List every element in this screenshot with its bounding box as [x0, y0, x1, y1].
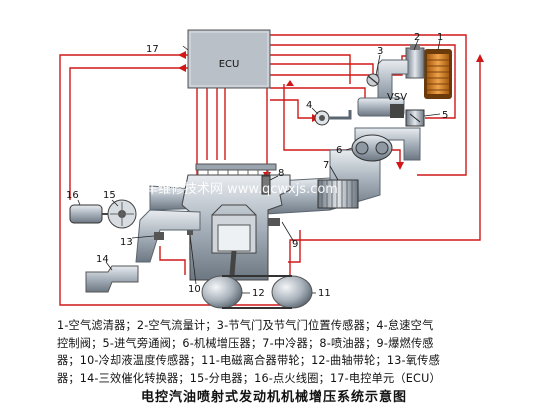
throttle-body	[366, 73, 380, 87]
callout-numbers: 1 2 3 4 5 6 7 8 9 10 11 12 13 14 15 16 1…	[66, 32, 448, 299]
belt-drive	[201, 275, 313, 309]
watermark: 汽车维修技术网 www.qcwxjs.com	[132, 181, 338, 197]
intercooler	[317, 179, 359, 209]
wire-top-4	[270, 63, 374, 74]
callout-7: 7	[323, 160, 329, 171]
ecu-label: ECU	[219, 59, 240, 70]
callout-2: 2	[414, 32, 420, 43]
callout-17: 17	[146, 44, 159, 55]
fuel-injector	[261, 175, 271, 195]
wire-left-2	[69, 67, 188, 200]
wire-top-2	[270, 44, 456, 119]
component-legend: 1-空气滤清器；2-空气流量计；3-节气门及节气门位置传感器；4-怠速空气 控制…	[57, 317, 497, 387]
callout-5: 5	[442, 110, 448, 121]
vsv-valve: VSV	[387, 92, 407, 118]
knock-sensor	[268, 218, 280, 226]
ecu-unit: ECU	[187, 29, 271, 89]
distributor	[107, 199, 137, 229]
callout-16: 16	[66, 190, 79, 201]
callout-9: 9	[292, 239, 298, 250]
legend-line: 1-空气滤清器；2-空气流量计；3-节气门及节气门位置传感器；4-怠速空气	[57, 319, 434, 332]
callout-8: 8	[278, 168, 284, 179]
legend-line: 器；10-冷却液温度传感器；11-电磁离合器带轮；12-曲轴带轮；13-氧传感	[57, 354, 440, 367]
wire-knock	[288, 230, 301, 263]
callout-10: 10	[188, 284, 201, 295]
ignition-coil	[69, 204, 108, 224]
callout-6: 6	[336, 145, 342, 156]
legend-line: 器；14-三效催化转换器；15-分电器；16-点火线圈；17-电控单元（ECU）	[57, 371, 441, 385]
callout-14: 14	[96, 254, 109, 265]
callout-15: 15	[103, 190, 116, 201]
callout-11: 11	[318, 288, 331, 299]
wire-top-3	[270, 54, 351, 84]
catalytic-converter	[85, 265, 139, 293]
callout-13: 13	[120, 237, 133, 248]
wire-o2	[159, 246, 186, 275]
air-filter	[424, 49, 452, 99]
engine-block	[181, 163, 291, 281]
wire-top-1	[270, 34, 467, 176]
oxygen-sensor	[154, 232, 164, 240]
idle-speed-control-valve	[314, 110, 352, 126]
mechanical-supercharger	[351, 134, 393, 162]
air-flow-meter	[405, 44, 425, 79]
exhaust-pipe	[135, 209, 201, 263]
callout-4: 4	[306, 100, 312, 111]
callout-12: 12	[252, 288, 265, 299]
callout-3: 3	[377, 46, 383, 57]
intake-bypass-valve	[405, 109, 425, 127]
legend-line: 控制阀；5-进气旁通阀；6-机械增压器；7-中冷器；8-喷油器；9-爆燃传感	[57, 336, 434, 350]
callout-1: 1	[437, 32, 443, 43]
figure-caption: 电控汽油喷射式发动机机械增压系统示意图	[140, 390, 407, 405]
vsv-label: VSV	[387, 92, 407, 103]
leader-lines	[77, 39, 441, 294]
